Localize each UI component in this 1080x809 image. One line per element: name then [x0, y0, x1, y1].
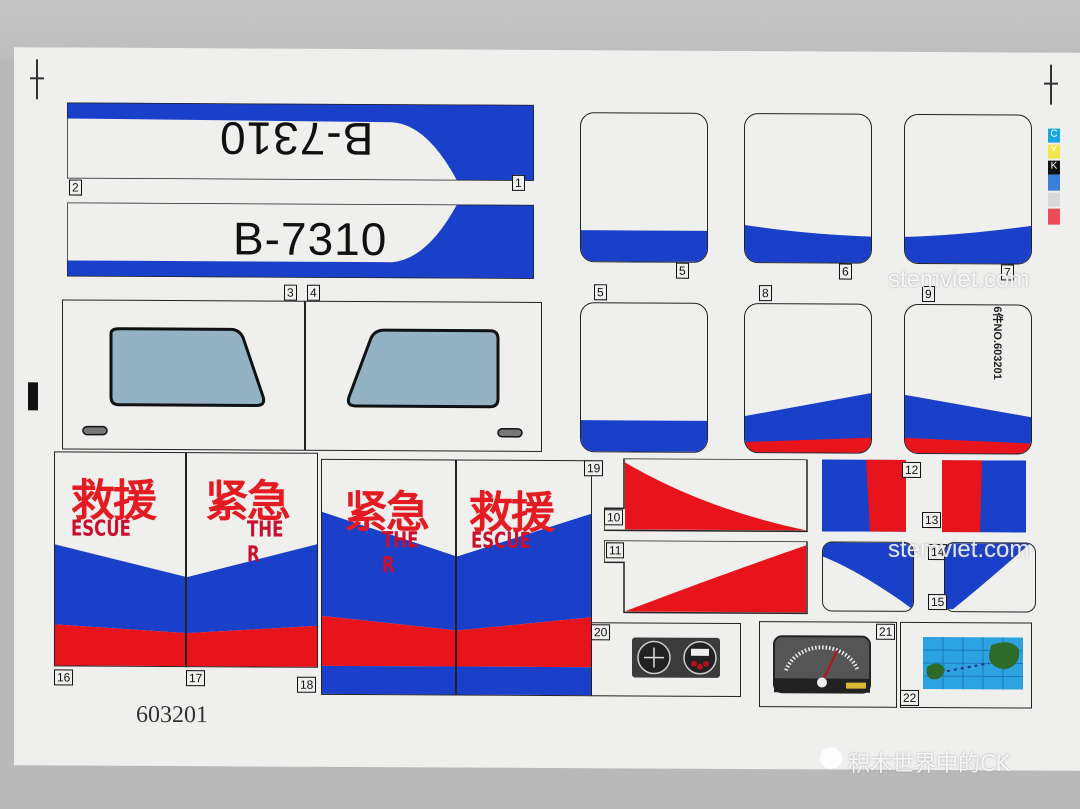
swatch-red [1048, 208, 1060, 225]
sticker-sheet: B-7310 1 2 B-7310 3 4 5 6 7 5 [14, 47, 1080, 771]
registration-bar [28, 382, 38, 411]
sticker-label: 3 [284, 284, 297, 301]
sticker-label: 12 [902, 461, 922, 478]
sticker-label: 1 [512, 174, 525, 191]
sticker-22[interactable] [900, 621, 1032, 709]
stripe-shape [745, 392, 872, 454]
swatch-blue [1048, 174, 1060, 191]
stripe-shape [905, 225, 1032, 265]
sticker-label: 4 [307, 284, 320, 301]
sticker-label: 22 [900, 689, 920, 706]
watermark-text: stemviet.com [888, 536, 1030, 563]
panel-en-text: THE R [247, 517, 284, 568]
sticker-12[interactable] [822, 459, 906, 532]
sticker-1[interactable]: B-7310 [67, 102, 534, 181]
sticker-7[interactable] [904, 113, 1032, 265]
sticker-2-shape [67, 202, 534, 279]
sticker-label: 20 [591, 624, 611, 641]
stripe-shape [822, 459, 906, 532]
sticker-21[interactable] [759, 621, 897, 708]
sticker-label: 21 [876, 623, 896, 640]
panel-en-text: ESCUE [471, 528, 531, 554]
sticker-5a[interactable] [580, 112, 708, 263]
sticker-6[interactable] [744, 113, 872, 264]
sticker-2[interactable]: B-7310 [67, 202, 534, 279]
sticker-label: 2 [69, 179, 82, 196]
panel-stripes [55, 544, 186, 668]
blue-stripe [581, 230, 707, 262]
triangle-shape [603, 539, 808, 615]
sticker-15[interactable] [944, 542, 1036, 613]
registration-mark-icon [30, 59, 44, 99]
stripe-shape [745, 225, 872, 264]
sticker-label: 13 [922, 511, 942, 529]
sticker-8[interactable] [744, 303, 872, 454]
dashboard-gauges-icon [632, 637, 720, 678]
swatch-cyan: C [1048, 128, 1060, 143]
sticker-label: 10 [604, 509, 624, 526]
triangle-shape [823, 542, 914, 611]
plate-text: B-7310 [233, 212, 388, 266]
sticker-label: 19 [584, 460, 604, 477]
stripe-shape [942, 460, 1026, 533]
panel-stripes [187, 543, 318, 668]
speedometer-icon [773, 635, 871, 694]
sticker-18[interactable]: 紧急 THE R [321, 458, 456, 696]
registration-mark-icon [1044, 65, 1058, 105]
sticker-11[interactable] [603, 539, 808, 615]
sticker-19[interactable]: 救援 ESCUE [456, 459, 592, 697]
sticker-3[interactable] [62, 299, 305, 451]
watermark-credit: 积木世界中的CK [848, 752, 1010, 777]
panel-stripes [322, 511, 456, 696]
sticker-label: 18 [297, 676, 317, 693]
sticker-4[interactable] [305, 300, 542, 452]
panel-en-text: ESCUE [71, 516, 131, 542]
sticker-label: 11 [606, 542, 625, 559]
sticker-label: 5 [594, 284, 607, 301]
sticker-label: 6 [839, 263, 852, 280]
swatch-yellow: Y [1048, 144, 1060, 159]
wechat-icon [820, 747, 842, 769]
sticker-13[interactable] [942, 460, 1026, 533]
sticker-17[interactable]: 紧急 THE R [186, 452, 318, 668]
sticker-label: 8 [759, 285, 772, 302]
sticker-label: 15 [928, 593, 948, 611]
sticker-10[interactable] [603, 457, 808, 533]
plate-text-upside-down: B-7310 [219, 112, 374, 166]
panel-en-text: THE R [382, 528, 419, 579]
sticker-1-shape [67, 102, 534, 181]
window-icon [346, 328, 523, 438]
panel-stripes [457, 513, 592, 697]
watermark-text: stemviet.com [888, 266, 1030, 293]
sticker-5b[interactable] [580, 302, 708, 453]
sticker-label: 17 [186, 670, 206, 687]
sticker-14[interactable] [822, 541, 914, 612]
sticker-label: 16 [54, 669, 74, 686]
window-icon [82, 327, 266, 436]
stripe-shape [905, 394, 1032, 455]
sticker-9[interactable] [904, 303, 1032, 455]
map-icon [923, 636, 1023, 690]
sticker-16[interactable]: 救援 ESCUE [54, 451, 186, 668]
sheet-code: 603201 [136, 701, 208, 729]
triangle-shape [603, 457, 808, 533]
blue-stripe [581, 420, 707, 452]
side-sheet-number: 6件NO.603201 [991, 306, 1003, 380]
triangle-shape [945, 543, 1030, 610]
sticker-label: 5 [676, 262, 689, 279]
swatch-black: K [1048, 160, 1060, 175]
sticker-20[interactable] [591, 622, 741, 698]
swatch-grey [1048, 192, 1060, 207]
